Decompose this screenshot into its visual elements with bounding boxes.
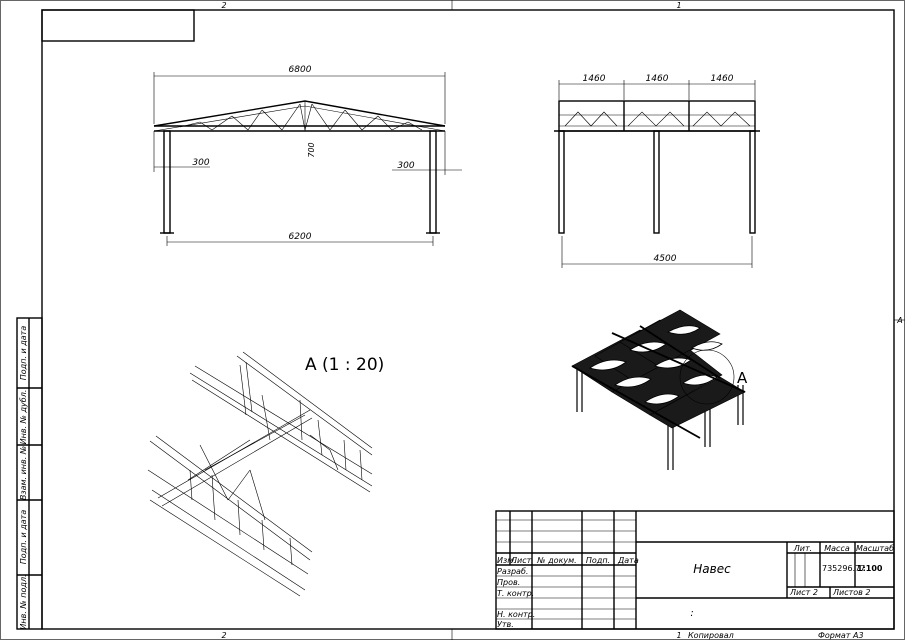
zone-top-left: 2 xyxy=(221,1,226,10)
tb-document-name: Навес xyxy=(693,562,731,576)
tb-colon-mark: : xyxy=(690,608,693,619)
tb-role-tech-control: Т. контр. xyxy=(497,589,534,598)
detail-truss xyxy=(147,351,373,597)
iso-marker: A xyxy=(737,369,748,387)
side-label-3: Взам. инв. № xyxy=(19,446,28,500)
side-label-5: Инв. № подл. xyxy=(19,574,28,629)
side-strip xyxy=(16,317,43,630)
footer-copied: Копировал xyxy=(688,631,734,640)
zone-bottom-right: 1 xyxy=(676,631,681,640)
tb-sheets-total: Листов 2 xyxy=(832,588,871,597)
tb-role-developer: Разраб. xyxy=(497,567,528,576)
title-block-grid xyxy=(495,510,895,630)
tb-header-doc-no: № докум. xyxy=(536,556,576,565)
side-dim-bottom: 4500 xyxy=(654,254,677,264)
detail-title: A (1 : 20) xyxy=(305,355,384,375)
side-dim-bay-3: 1460 xyxy=(711,74,734,84)
front-view xyxy=(153,72,462,246)
tb-mass-value: 735296.77 xyxy=(822,564,865,573)
side-label-4: Подп. и дата xyxy=(19,510,28,565)
front-dim-top: 6800 xyxy=(289,65,312,75)
tb-role-checker: Пров. xyxy=(497,578,520,587)
side-dim-bay-2: 1460 xyxy=(646,74,669,84)
tb-role-approved: Утв. xyxy=(497,620,514,629)
zone-top-right: 1 xyxy=(676,1,681,10)
tb-role-norm-control: Н. контр. xyxy=(497,610,535,619)
tb-scale-header: Масштаб xyxy=(856,544,894,553)
front-dim-right-offset: 300 xyxy=(397,161,414,171)
side-dim-bay-1: 1460 xyxy=(583,74,606,84)
zone-side: A xyxy=(896,316,902,325)
tb-header-date: Дата xyxy=(617,556,639,565)
tb-scale-value: 1:100 xyxy=(857,564,883,573)
side-label-1: Подп. и дата xyxy=(19,326,28,381)
tb-lit-header: Лит. xyxy=(793,544,812,553)
front-dim-left-offset: 300 xyxy=(192,158,209,168)
side-view xyxy=(554,80,760,268)
side-label-2: Инв. № дубл. xyxy=(19,390,28,445)
tb-header-list: Лист xyxy=(510,556,532,565)
tb-mass-header: Масса xyxy=(824,544,850,553)
front-dim-height: 700 xyxy=(307,142,316,157)
zone-bottom-left: 2 xyxy=(221,631,226,640)
footer-format: Формат А3 xyxy=(818,631,864,640)
front-dim-bottom: 6200 xyxy=(289,232,312,242)
tb-header-izm: Изм. xyxy=(497,556,516,565)
tb-sheet: Лист 2 xyxy=(789,588,818,597)
tb-header-sign: Подп. xyxy=(586,556,610,565)
iso-view xyxy=(571,309,746,470)
